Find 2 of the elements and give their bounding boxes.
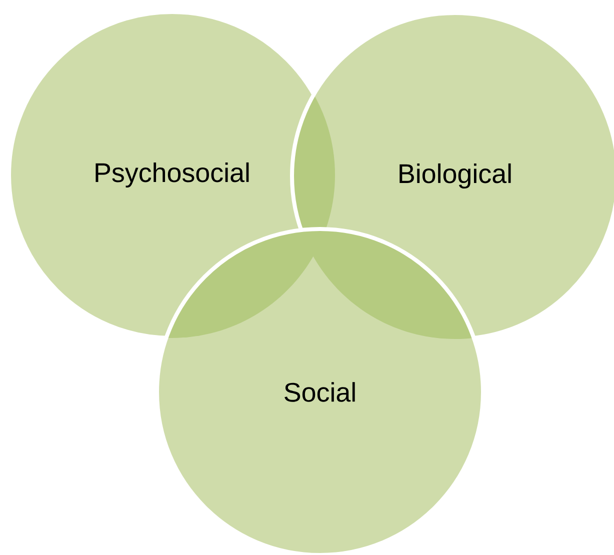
node-label: Biological [400,163,511,189]
node-label: Social [284,382,355,402]
